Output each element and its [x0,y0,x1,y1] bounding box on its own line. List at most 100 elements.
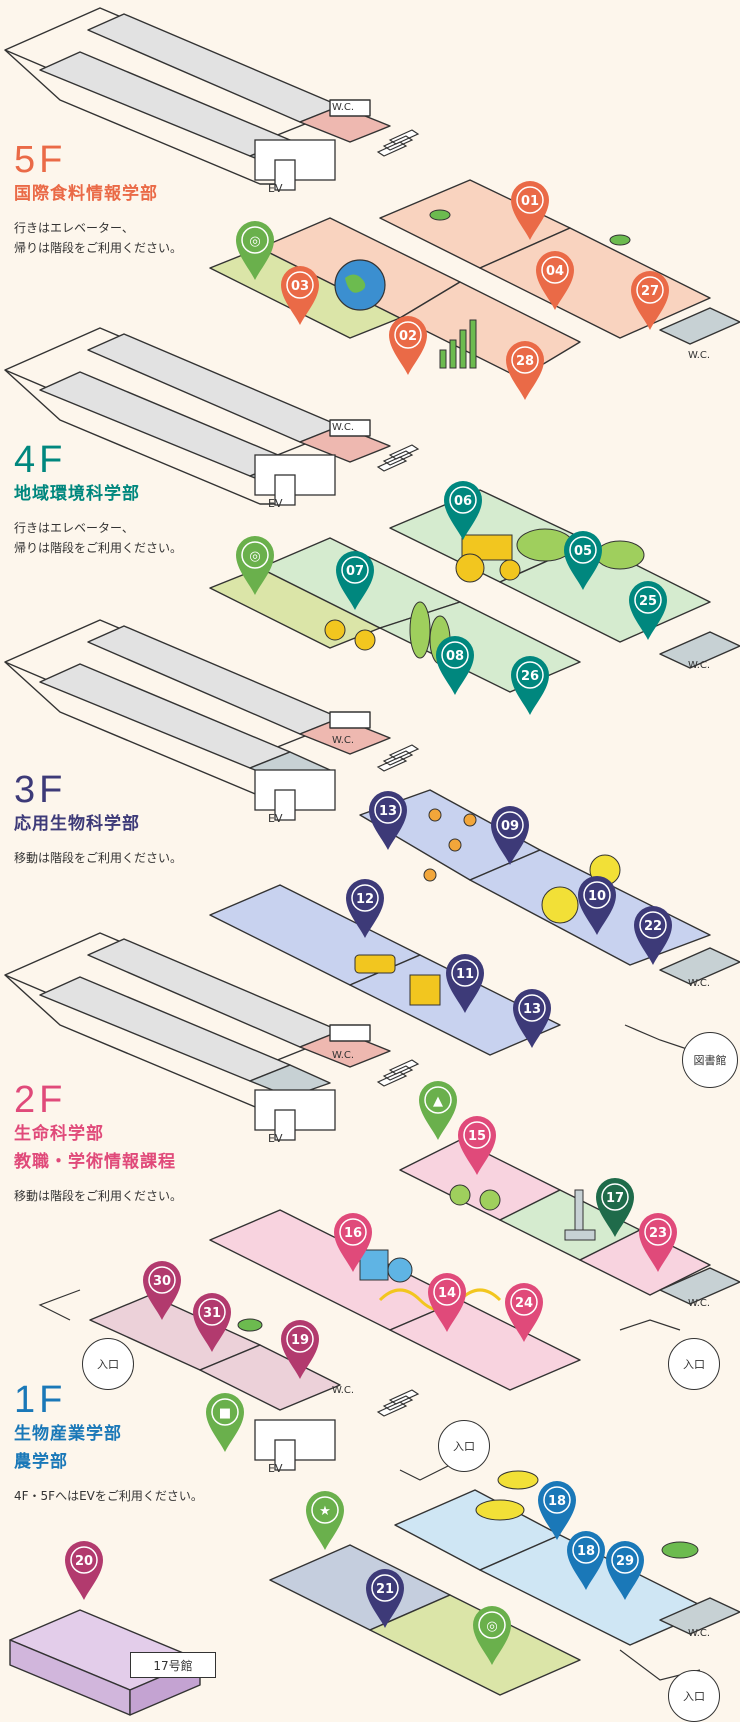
location-pin-24[interactable]: 24 [505,1283,543,1342]
tractor-icon [455,534,521,583]
entrance-badge[interactable]: 入口 [438,1420,490,1472]
location-pin-25[interactable]: 25 [629,581,667,640]
floor-note: 移動は階段をご利用ください。 [14,1186,182,1206]
pin-target-icon[interactable]: ◎ [236,221,274,280]
cookware-icon [354,954,441,1006]
location-pin-06[interactable]: 06 [444,481,482,540]
pin-ring [639,911,667,939]
wc-label: W.C. [332,735,355,746]
location-pin-07[interactable]: 07 [336,551,374,610]
bar-chart-icon [439,319,477,369]
location-pin-23[interactable]: 23 [639,1213,677,1272]
pin-label: 18 [548,1494,566,1509]
location-pin-31[interactable]: 31 [193,1293,231,1352]
ev-label: EV [268,812,283,825]
location-pin-26[interactable]: 26 [511,656,549,715]
pin-marker [428,1273,466,1332]
location-pin-29[interactable]: 29 [606,1541,644,1600]
wc-2f [659,1267,740,1305]
floor-label-3f: 3F 応用生物科学部 移動は階段をご利用ください。 [14,770,182,868]
dept-name: 教職・学術情報課程 [14,1152,176,1172]
location-pin-12[interactable]: 12 [346,879,384,938]
floor-label-1f: 1F 生物産業学部 農学部 4F・5FへはEVをご利用ください。 [14,1380,203,1506]
location-pin-18[interactable]: 18 [538,1481,576,1540]
pin-ring [478,1611,506,1639]
location-pin-14[interactable]: 14 [428,1273,466,1332]
stairs-1f [376,1389,420,1417]
pin-square-icon[interactable]: ■ [206,1393,244,1452]
pin-label: 08 [446,649,464,664]
wc-label: W.C. [688,660,711,671]
pin-label: 07 [346,564,364,579]
pin-label: 25 [639,594,657,609]
location-pin-05[interactable]: 05 [564,531,602,590]
pin-label: 13 [379,804,397,819]
pin-marker [491,806,529,865]
location-pin-09[interactable]: 09 [491,806,529,865]
location-pin-13[interactable]: 13 [369,791,407,850]
location-pin-10[interactable]: 10 [577,875,617,935]
pin-ring [516,186,544,214]
pin-ring [611,1546,639,1574]
dept-name: 応用生物科学部 [14,814,140,834]
pin-marker [193,1293,231,1352]
pin-target-icon[interactable]: ◎ [236,536,274,595]
pin-marker [511,656,549,715]
pin-label: 10 [588,889,606,904]
location-pin-20[interactable]: 20 [65,1540,103,1600]
entrance-badge[interactable]: 入口 [668,1338,720,1390]
location-pin-04[interactable]: 04 [536,251,574,310]
pin-marker [639,1213,677,1272]
location-pin-30[interactable]: 30 [143,1261,181,1320]
library-badge[interactable]: 図書館 [682,1032,738,1088]
location-pin-15[interactable]: 15 [458,1116,496,1175]
pin-label: 24 [515,1296,533,1311]
pin-marker [634,906,672,965]
wc-5f [659,307,740,345]
floor-number: 3F [14,769,67,811]
dept-name: 生命科学部 [14,1124,104,1144]
pin-label: ◎ [249,234,260,249]
pin-marker [564,531,602,590]
location-pin-18[interactable]: 18 [567,1531,605,1590]
pin-ring [449,486,477,514]
pin-marker [577,875,617,935]
pin-label: 14 [438,1286,456,1301]
pin-label: ◎ [249,549,260,564]
location-pin-19[interactable]: 19 [281,1320,319,1379]
pin-ring [148,1266,176,1294]
microscope-icon [564,1189,596,1241]
pin-triangle-icon[interactable]: ▲ [419,1081,457,1140]
location-pin-27[interactable]: 27 [631,271,669,330]
floor-note: 4F・5FへはEVをご利用ください。 [14,1486,203,1506]
pin-label: 31 [203,1306,221,1321]
location-pin-28[interactable]: 28 [506,341,544,400]
pin-label: 05 [574,544,592,559]
stairs-3f [376,744,420,772]
wc-label: W.C. [332,1385,355,1396]
pin-marker [458,1116,496,1175]
location-pin-17[interactable]: 17 [596,1177,634,1237]
location-pin-16[interactable]: 16 [334,1213,372,1272]
entrance-badge[interactable]: 入口 [82,1338,134,1390]
location-pin-13[interactable]: 13 [513,989,551,1048]
location-pin-21[interactable]: 21 [366,1569,404,1628]
location-pin-22[interactable]: 22 [634,906,672,965]
location-pin-11[interactable]: 11 [446,954,484,1013]
location-pin-01[interactable]: 01 [511,181,549,240]
pin-target-icon[interactable]: ◎ [473,1606,511,1665]
location-pin-03[interactable]: 03 [281,266,319,325]
beakers-icon [359,1249,413,1283]
location-pin-02[interactable]: 02 [389,316,427,375]
pin-label: ★ [319,1504,331,1519]
room-2f-c [579,1229,711,1296]
entrance-badge[interactable]: 入口 [668,1670,720,1722]
globe-icon [334,259,386,311]
location-pin-08[interactable]: 08 [436,636,474,695]
pin-star-icon[interactable]: ★ [306,1491,344,1550]
pin-ring [541,256,569,284]
pin-ring [351,884,379,912]
dept-name: 農学部 [14,1452,68,1472]
pin-marker [236,536,274,595]
